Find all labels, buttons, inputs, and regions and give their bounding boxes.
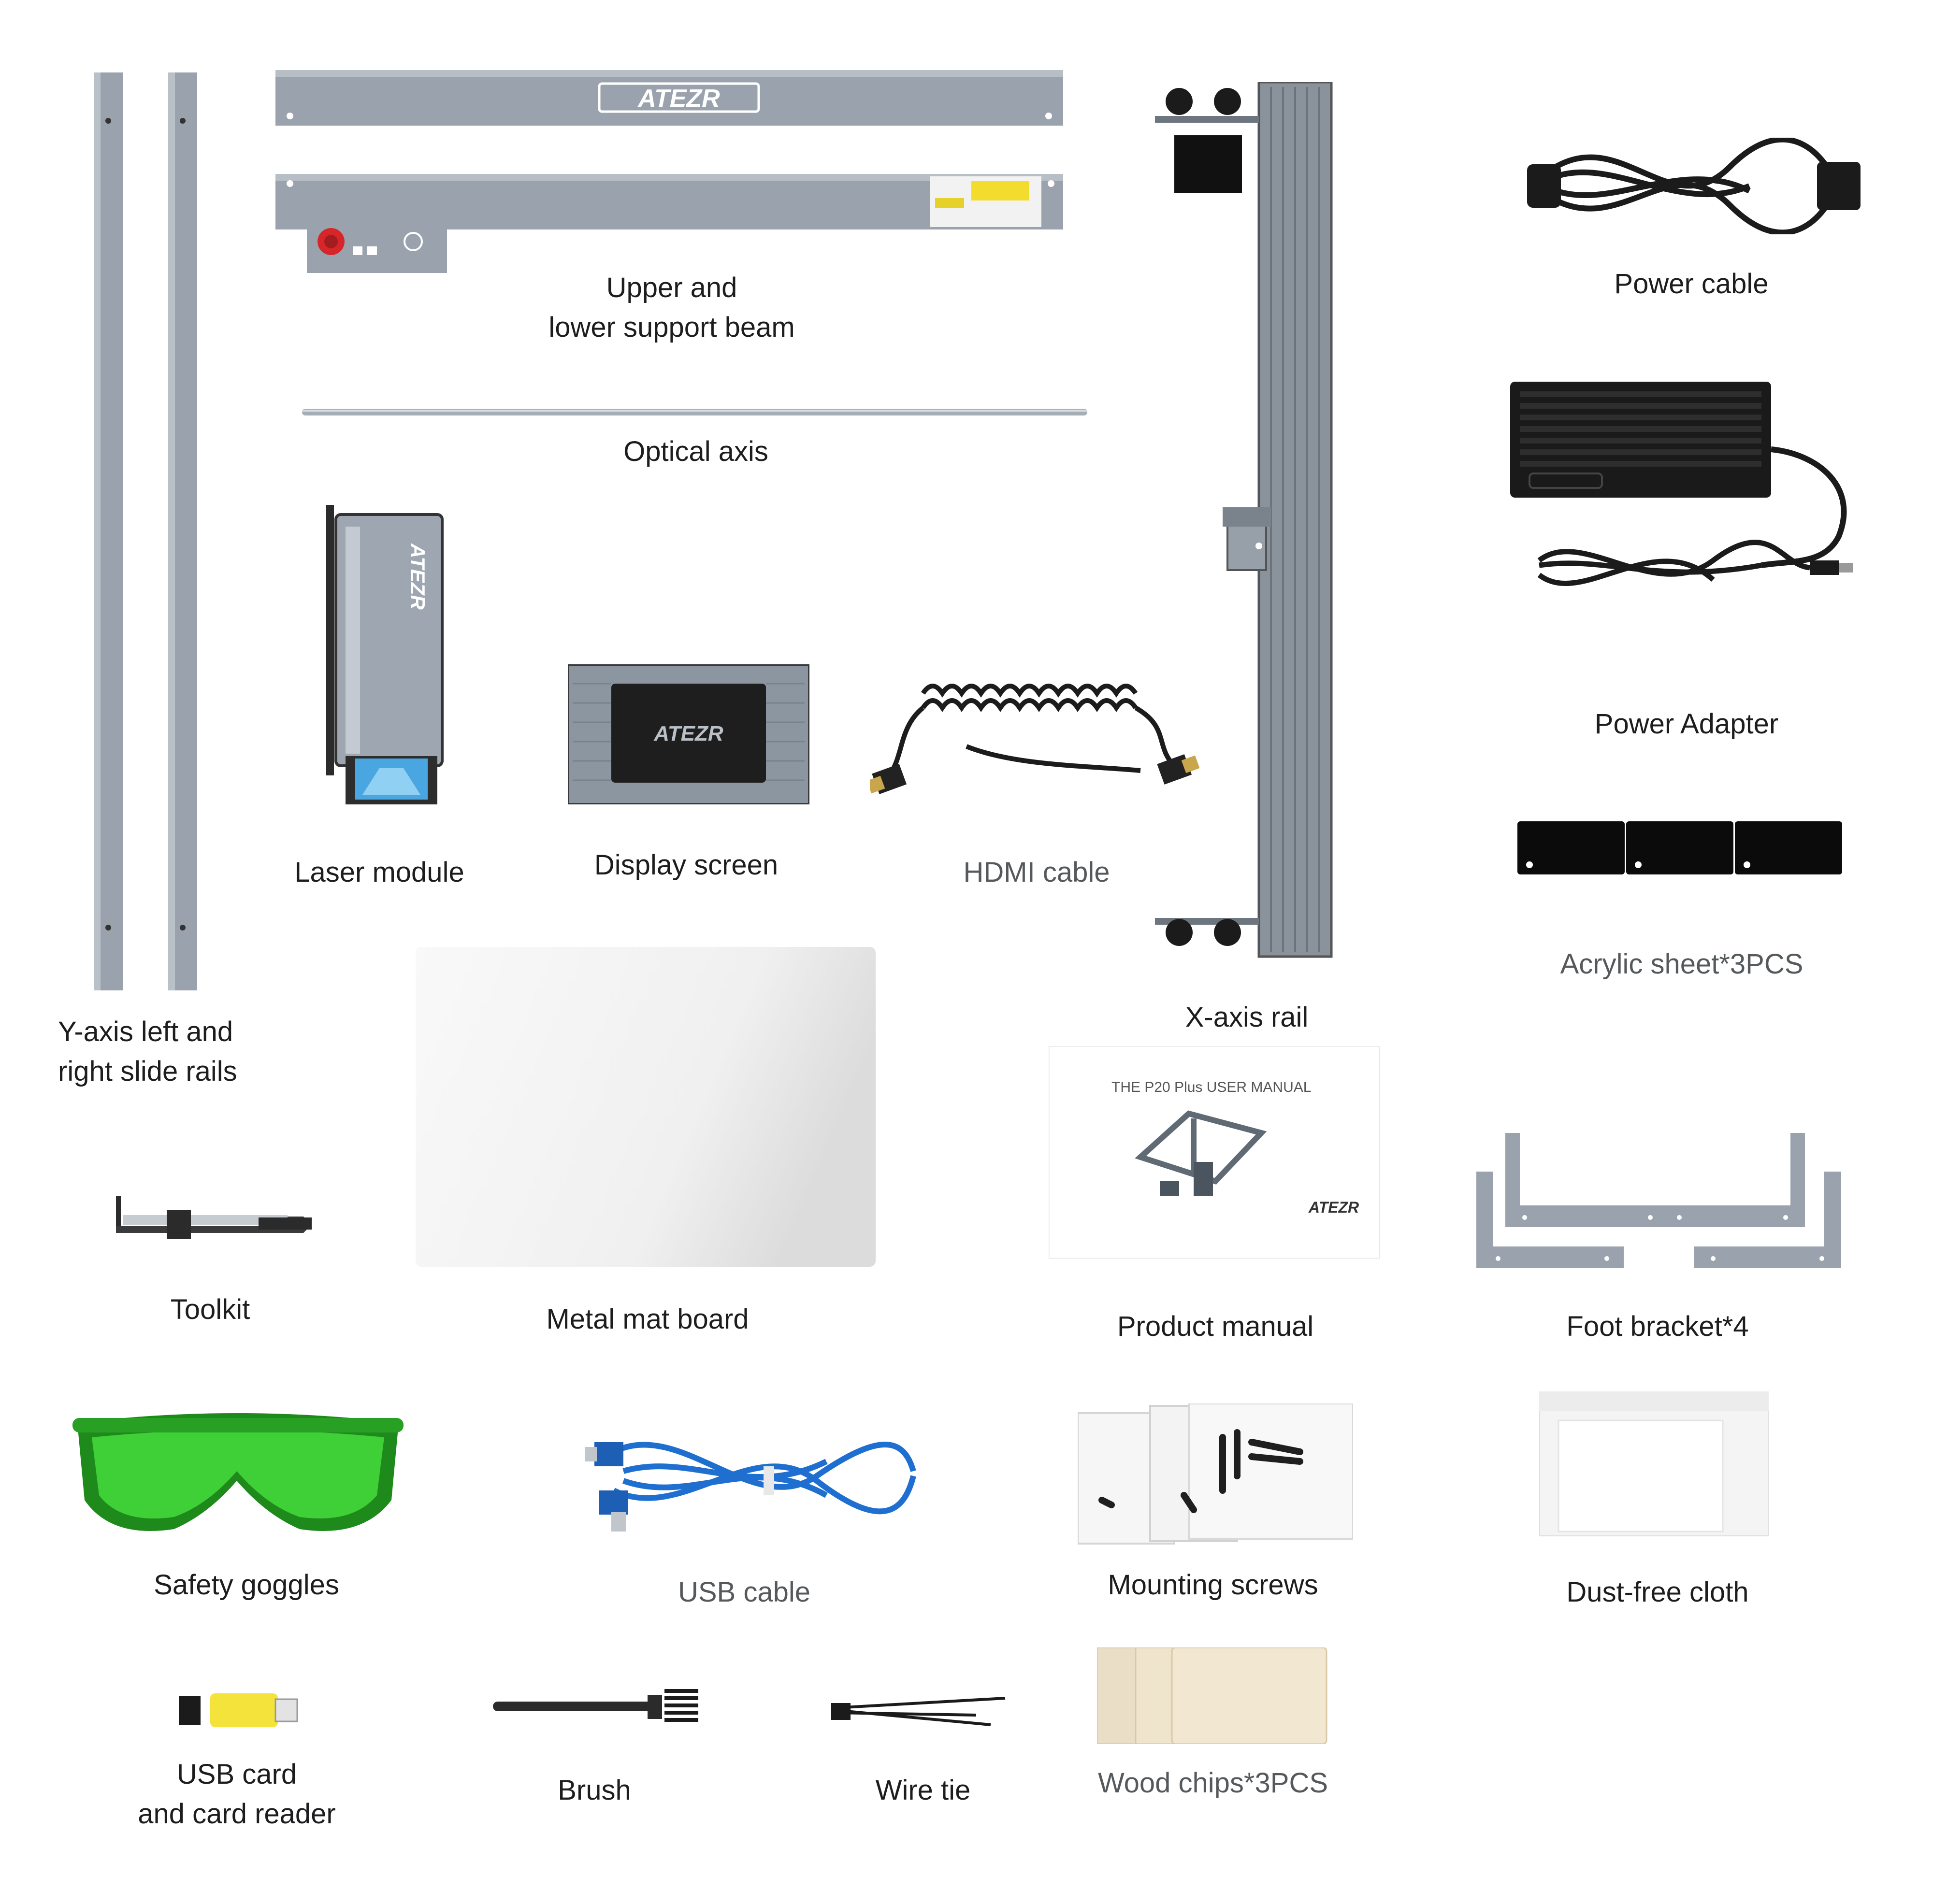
brush-icon: [493, 1686, 701, 1730]
beam-logo: ATEZR: [637, 85, 720, 113]
display-icon: ATEZR: [568, 664, 809, 804]
product-manual-label: Product manual: [1117, 1311, 1314, 1342]
wood-chips-icon: [1097, 1647, 1329, 1744]
laser-module-icon: ATEZR: [312, 505, 452, 804]
wire-tie-label: Wire tie: [875, 1775, 971, 1806]
dust-free-cloth-label: Dust-free cloth: [1566, 1576, 1749, 1608]
hdmi-cable-label: HDMI cable: [963, 857, 1110, 888]
beam-icon: ATEZR: [275, 70, 1068, 273]
x-axis-rail-label: X-axis rail: [1185, 1002, 1309, 1033]
toolkit-icon: [114, 1196, 317, 1244]
rail-pair-icon: [87, 72, 203, 990]
card-reader-icon: [179, 1689, 300, 1732]
foot-bracket-icon: [1476, 1133, 1844, 1271]
manual-icon: THE P20 Plus USER MANUAL ATEZR: [1049, 1046, 1380, 1259]
brush-label: Brush: [558, 1775, 631, 1806]
usb-cable-icon: [585, 1423, 918, 1539]
manual-logo: ATEZR: [1308, 1199, 1359, 1216]
display-screen-label: Display screen: [594, 849, 779, 881]
beams-label: Upper and lower support beam: [548, 272, 795, 343]
acrylic-sheet-label: Acrylic sheet*3PCS: [1560, 948, 1803, 980]
card-reader-label: USB card and card reader: [138, 1759, 336, 1830]
power-adapter-icon: [1510, 382, 1865, 623]
goggles-label: Safety goggles: [154, 1569, 339, 1601]
toolkit-label: Toolkit: [170, 1294, 250, 1325]
screws-icon: [1078, 1403, 1353, 1548]
wire-tie-icon: [831, 1689, 1015, 1732]
power-cable-icon: [1527, 138, 1861, 234]
rod-icon: [302, 409, 1087, 415]
cloth-icon: [1539, 1391, 1769, 1536]
optical-axis-label: Optical axis: [623, 436, 768, 467]
goggles-icon: [72, 1408, 404, 1544]
foot-bracket-label: Foot bracket*4: [1566, 1311, 1749, 1342]
laser-module-label: Laser module: [294, 857, 464, 888]
display-logo: ATEZR: [653, 722, 723, 745]
power-cable-label: Power cable: [1614, 268, 1769, 300]
manual-cover-title: THE P20 Plus USER MANUAL: [1111, 1079, 1311, 1095]
acrylic-sheet-icon: [1517, 819, 1846, 877]
metal-mat-label: Metal mat board: [546, 1303, 749, 1335]
hdmi-cable-icon: [870, 674, 1203, 804]
mounting-screws-label: Mounting screws: [1108, 1569, 1318, 1601]
x-rail-icon: [1155, 82, 1348, 961]
wood-chips-label: Wood chips*3PCS: [1097, 1767, 1328, 1799]
laser-logo: ATEZR: [406, 543, 429, 610]
metal-mat-icon: [416, 947, 876, 1267]
usb-cable-label: USB cable: [678, 1576, 811, 1608]
y-rails-label: Y-axis left and right slide rails: [58, 1016, 237, 1087]
power-adapter-label: Power Adapter: [1594, 708, 1779, 740]
